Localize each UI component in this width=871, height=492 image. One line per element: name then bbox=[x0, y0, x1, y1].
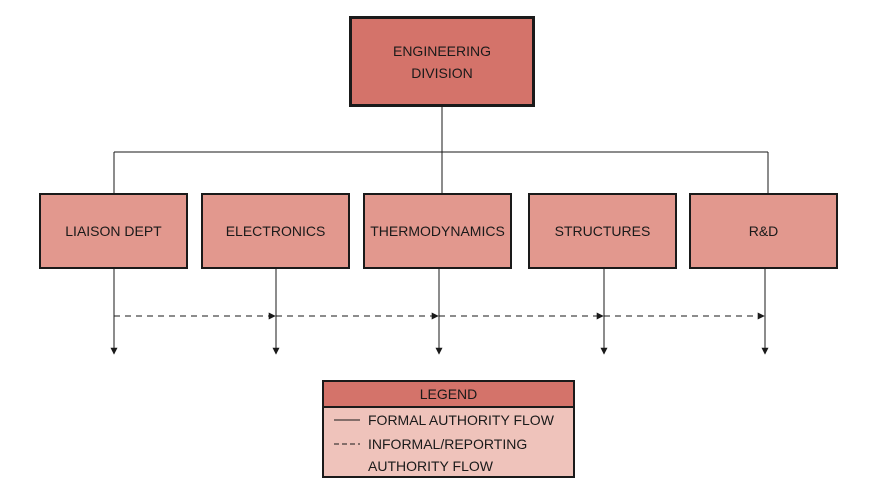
dept-box-liaison: LIAISON DEPT bbox=[39, 193, 188, 269]
legend: LEGEND FORMAL AUTHORITY FLOW INFORMAL/RE… bbox=[322, 380, 575, 478]
dashed-line-swatch bbox=[334, 433, 360, 455]
dept-label-electronics: ELECTRONICS bbox=[225, 223, 326, 239]
engineering-division-label-line1: ENGINEERING bbox=[392, 42, 491, 59]
legend-row-formal: FORMAL AUTHORITY FLOW bbox=[334, 409, 554, 431]
dept-box-structures: STRUCTURES bbox=[528, 193, 677, 269]
dept-label-rnd: R&D bbox=[748, 223, 779, 239]
legend-formal-label: FORMAL AUTHORITY FLOW bbox=[368, 412, 554, 428]
legend-title: LEGEND bbox=[324, 382, 573, 408]
engineering-division-label-line2: DIVISION bbox=[411, 64, 473, 81]
legend-informal-label-line2: AUTHORITY FLOW bbox=[368, 458, 493, 474]
dept-label-structures: STRUCTURES bbox=[554, 223, 651, 239]
solid-line-swatch bbox=[334, 409, 360, 431]
dept-label-liaison: LIAISON DEPT bbox=[65, 223, 162, 239]
legend-informal-label-line1: INFORMAL/REPORTING bbox=[368, 436, 528, 452]
legend-row-informal: INFORMAL/REPORTING AUTHORITY FLOW bbox=[334, 433, 527, 477]
engineering-division-box: ENGINEERING DIVISION bbox=[349, 16, 535, 107]
dept-box-electronics: ELECTRONICS bbox=[201, 193, 350, 269]
dept-label-thermodynamics: THERMODYNAMICS bbox=[370, 223, 505, 239]
legend-informal-label: INFORMAL/REPORTING AUTHORITY FLOW bbox=[368, 433, 527, 477]
dept-box-thermodynamics: THERMODYNAMICS bbox=[363, 193, 512, 269]
dept-box-rnd: R&D bbox=[689, 193, 838, 269]
